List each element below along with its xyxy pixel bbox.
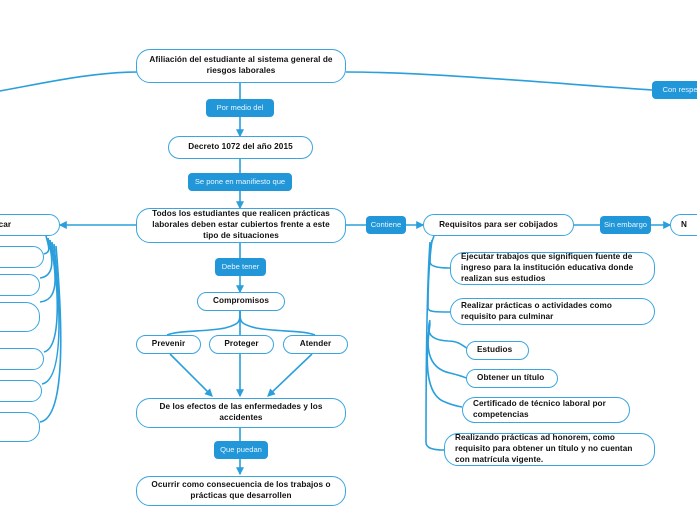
edge-left-spine-5 — [41, 243, 60, 385]
node-efectos-text: De los efectos de las enfermedades y los… — [159, 402, 323, 422]
node-ejecutar-trabajos[interactable]: Ejecutar trabajos que signifiquen fuente… — [450, 252, 655, 285]
node-root-text: Afiliación del estudiante al sistema gen… — [149, 55, 333, 75]
label-con-respecto-text: Con respect — [662, 85, 697, 95]
node-requisitos-right-cut-text: N — [681, 219, 687, 229]
node-todos-estudiantes[interactable]: Todos los estudiantes que realicen práct… — [136, 208, 346, 243]
node-left-superiores[interactable]: eriores — [0, 274, 40, 296]
node-left-laboral[interactable]: aboral — [0, 380, 42, 402]
label-contiene-text: Contiene — [370, 220, 402, 230]
node-estudios[interactable]: Estudios — [466, 341, 529, 360]
node-certificado-text: Certificado de técnico laboral por compe… — [473, 399, 606, 419]
label-debe-tener-text: Debe tener — [221, 262, 260, 272]
node-todos-estudiantes-text: Todos los estudiantes que realicen práct… — [152, 209, 330, 240]
label-por-medio-del-text: Por medio del — [216, 103, 264, 113]
edge-left-spine-6 — [39, 245, 62, 423]
node-left-superior[interactable]: perior — [0, 348, 44, 370]
node-estudios-text: Estudios — [477, 345, 513, 355]
label-que-puedan[interactable]: Que puedan — [214, 441, 268, 459]
node-left-deben-aplicar[interactable]: ben aplicar — [0, 214, 60, 236]
node-obtener-titulo[interactable]: Obtener un título — [466, 369, 558, 388]
label-se-pone-en-manifiesto-text: Se pone en manifiesto que — [194, 177, 286, 187]
edge-prevenir-efectos — [169, 353, 213, 397]
node-ocurrir-text: Ocurrir como consecuencia de los trabajo… — [151, 480, 331, 500]
node-proteger-text: Proteger — [224, 339, 259, 349]
node-compromisos[interactable]: Compromisos — [197, 292, 285, 311]
node-compromisos-text: Compromisos — [213, 296, 269, 306]
node-prevenir-text: Prevenir — [151, 339, 186, 349]
node-requisitos-right-cut[interactable]: N — [670, 214, 697, 236]
edge-req-ejecutar — [429, 235, 451, 269]
label-con-respecto[interactable]: Con respect — [652, 81, 697, 99]
node-efectos[interactable]: De los efectos de las enfermedades y los… — [136, 398, 346, 428]
node-left-deben-aplicar-text: ben aplicar — [0, 219, 12, 229]
edge-root-right — [345, 71, 653, 91]
node-root[interactable]: Afiliación del estudiante al sistema gen… — [136, 49, 346, 83]
node-realizar-practicas[interactable]: Realizar prácticas o actividades como re… — [450, 298, 655, 325]
edge-atender-efectos — [267, 353, 313, 397]
node-certificado[interactable]: Certificado de técnico laboral por compe… — [462, 397, 630, 423]
node-left-tecnica[interactable]: écnica — [0, 246, 44, 268]
label-sin-embargo[interactable]: Sin embargo — [600, 216, 651, 234]
node-left-short[interactable]: l — [0, 412, 40, 442]
edge-sub-obtener — [427, 321, 467, 379]
node-requisitos[interactable]: Requisitos para ser cobijados — [423, 214, 574, 236]
label-por-medio-del[interactable]: Por medio del — [206, 99, 274, 117]
node-obtener-titulo-text: Obtener un título — [477, 373, 545, 383]
node-ad-honorem-text: Realizando prácticas ad honorem, como re… — [455, 433, 633, 464]
node-ad-honorem[interactable]: Realizando prácticas ad honorem, como re… — [444, 433, 655, 466]
label-que-puedan-text: Que puedan — [220, 445, 262, 455]
node-prevenir[interactable]: Prevenir — [136, 335, 201, 354]
node-ejecutar-trabajos-text: Ejecutar trabajos que signifiquen fuente… — [461, 252, 634, 283]
label-contiene[interactable]: Contiene — [366, 216, 406, 234]
node-ocurrir[interactable]: Ocurrir como consecuencia de los trabajo… — [136, 476, 346, 506]
edge-sub-certificado — [426, 323, 463, 408]
node-atender[interactable]: Atender — [283, 335, 348, 354]
node-decreto-text: Decreto 1072 del año 2015 — [188, 142, 293, 152]
edge-req-realizar — [427, 239, 451, 313]
node-atender-text: Atender — [299, 339, 332, 349]
edge-req-adhonorem — [425, 241, 445, 451]
node-proteger[interactable]: Proteger — [209, 335, 274, 354]
edge-root-left — [0, 71, 139, 92]
label-se-pone-en-manifiesto[interactable]: Se pone en manifiesto que — [188, 173, 292, 191]
label-debe-tener[interactable]: Debe tener — [215, 258, 266, 276]
edge-comp-atender — [239, 310, 316, 336]
edge-left-spine-3 — [39, 239, 56, 303]
node-requisitos-text: Requisitos para ser cobijados — [439, 219, 558, 229]
node-decreto[interactable]: Decreto 1072 del año 2015 — [168, 136, 313, 159]
edge-left-spine-1 — [43, 235, 50, 255]
edge-comp-prevenir — [166, 310, 241, 336]
node-realizar-practicas-text: Realizar prácticas o actividades como re… — [461, 300, 612, 321]
label-sin-embargo-text: Sin embargo — [603, 220, 648, 230]
edge-left-spine-4 — [43, 241, 59, 353]
node-left-blank[interactable] — [0, 302, 40, 332]
